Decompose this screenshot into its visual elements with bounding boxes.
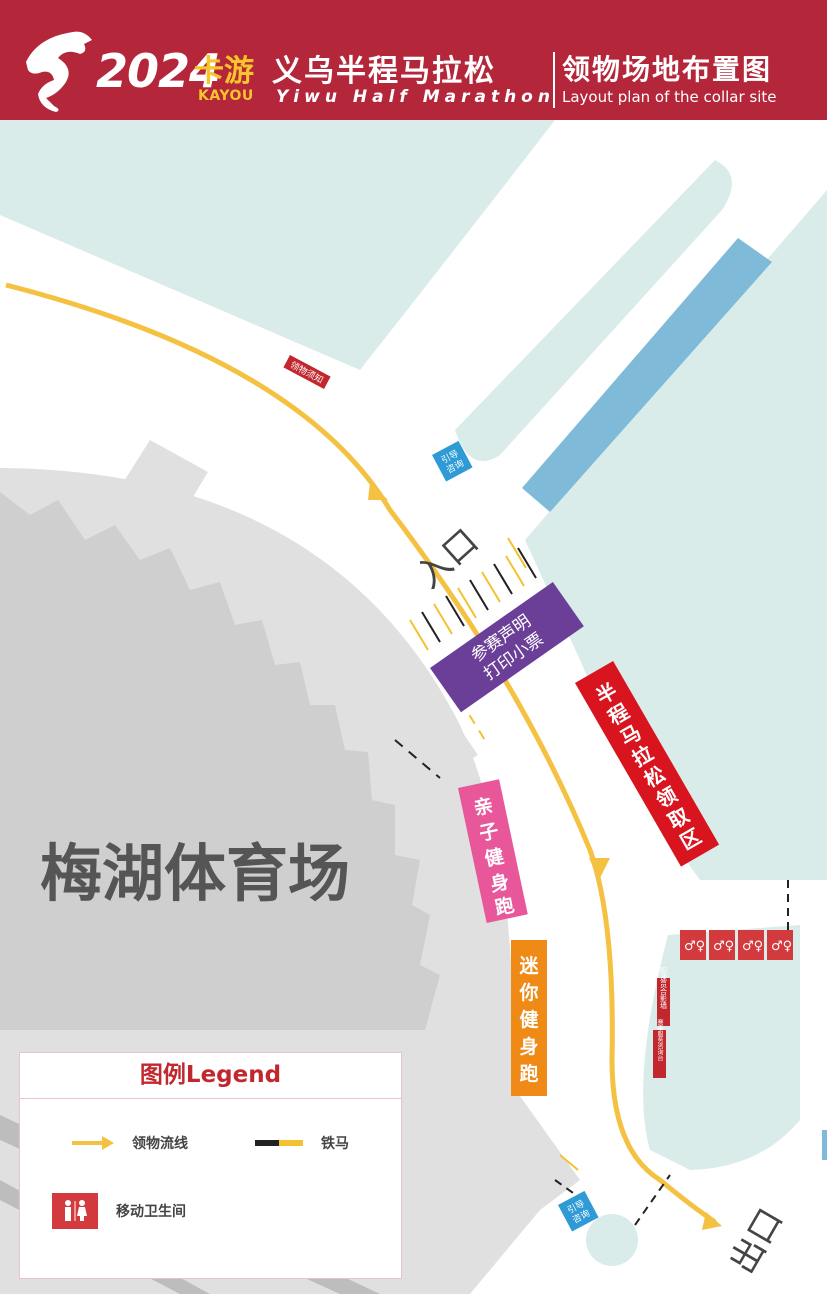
svg-text:身: 身	[488, 870, 511, 896]
svg-text:跑: 跑	[493, 893, 516, 919]
legend-barrier: 铁马	[255, 1133, 349, 1153]
svg-text:配速员合影墙: 配速员合影墙	[660, 967, 668, 1010]
stadium-inner	[0, 492, 440, 1030]
route-arrow-icon	[72, 1136, 114, 1150]
route-arrow-3	[702, 1212, 722, 1230]
lower-pond	[586, 1214, 638, 1266]
barrier-icon	[255, 1140, 303, 1146]
gate-block-bottom	[470, 1085, 555, 1205]
svg-text:你: 你	[518, 981, 538, 1004]
header-banner: 2024 卡游 KAYOU 义乌半程马拉松 Yiwu Half Marathon…	[0, 0, 827, 120]
legend-toilet-label: 移动卫生间	[116, 1204, 186, 1220]
blue-building	[522, 238, 772, 512]
header-divider	[553, 52, 555, 108]
legend-title: 图例Legend	[20, 1053, 401, 1099]
header-event-cn: 义乌半程马拉松	[272, 54, 496, 89]
horse-logo-icon	[26, 31, 92, 112]
header-title-cn: 领物场地布置图	[562, 53, 773, 86]
route-line	[5, 282, 717, 1225]
svg-text:健: 健	[483, 844, 506, 870]
header-brand-cn: 卡游	[194, 54, 254, 89]
svg-text:♂♀: ♂♀	[713, 939, 734, 954]
svg-text:子: 子	[477, 820, 500, 845]
mini-run-sign: 迷 你 健 身 跑	[511, 940, 547, 1096]
toilet-icon	[52, 1193, 98, 1229]
legend-box: 图例Legend 领物流线 铁马	[19, 1052, 402, 1279]
svg-text:♂♀: ♂♀	[742, 939, 763, 954]
right-big-lawn	[525, 190, 827, 880]
upper-right-lawn	[455, 160, 732, 462]
route-arrow-2	[589, 858, 610, 880]
svg-text:♂♀: ♂♀	[684, 939, 705, 954]
upper-left-lawn	[0, 120, 555, 370]
family-run-sign: 亲 子 健 身 跑	[458, 779, 528, 923]
svg-text:迷: 迷	[518, 955, 539, 977]
entrance-barriers	[394, 537, 789, 1226]
gate-block-top	[112, 440, 208, 535]
toilet-group: ♂♀ ♂♀ ♂♀ ♂♀	[680, 930, 793, 960]
svg-text:赛事服务咨询台: 赛事服务咨询台	[656, 1018, 663, 1062]
header-year: 2024	[96, 44, 221, 98]
half-marathon-zone: 半 程 马 拉 松 领 取 区	[575, 661, 720, 867]
guide-sign-2: 引导 咨询	[558, 1190, 599, 1232]
svg-text:身: 身	[519, 1035, 538, 1058]
svg-text:♂♀: ♂♀	[771, 939, 792, 954]
lower-right-lawn	[643, 925, 800, 1170]
header-brand-en: KAYOU	[198, 88, 254, 104]
stadium-label: 梅湖体育场	[40, 837, 350, 910]
legend-toilet: 移动卫生间	[52, 1193, 186, 1229]
service-desk-sign: 赛事服务咨询台	[653, 1018, 666, 1078]
header-event-en: Yiwu Half Marathon	[276, 87, 555, 107]
guide-sign-1: 引导 咨询	[432, 440, 473, 482]
pacer-photo-wall-sign: 配速员合影墙	[657, 967, 670, 1026]
svg-text:跑: 跑	[519, 1062, 538, 1085]
route-arrow-1	[368, 482, 388, 500]
header-title-en: Layout plan of the collar site	[562, 88, 777, 106]
gate-block-mid	[395, 685, 478, 778]
svg-text:健: 健	[519, 1008, 538, 1031]
legend-route: 领物流线	[72, 1133, 188, 1153]
legend-barrier-label: 铁马	[321, 1136, 349, 1152]
svg-text:亲: 亲	[472, 793, 495, 819]
legend-route-label: 领物流线	[132, 1136, 188, 1152]
